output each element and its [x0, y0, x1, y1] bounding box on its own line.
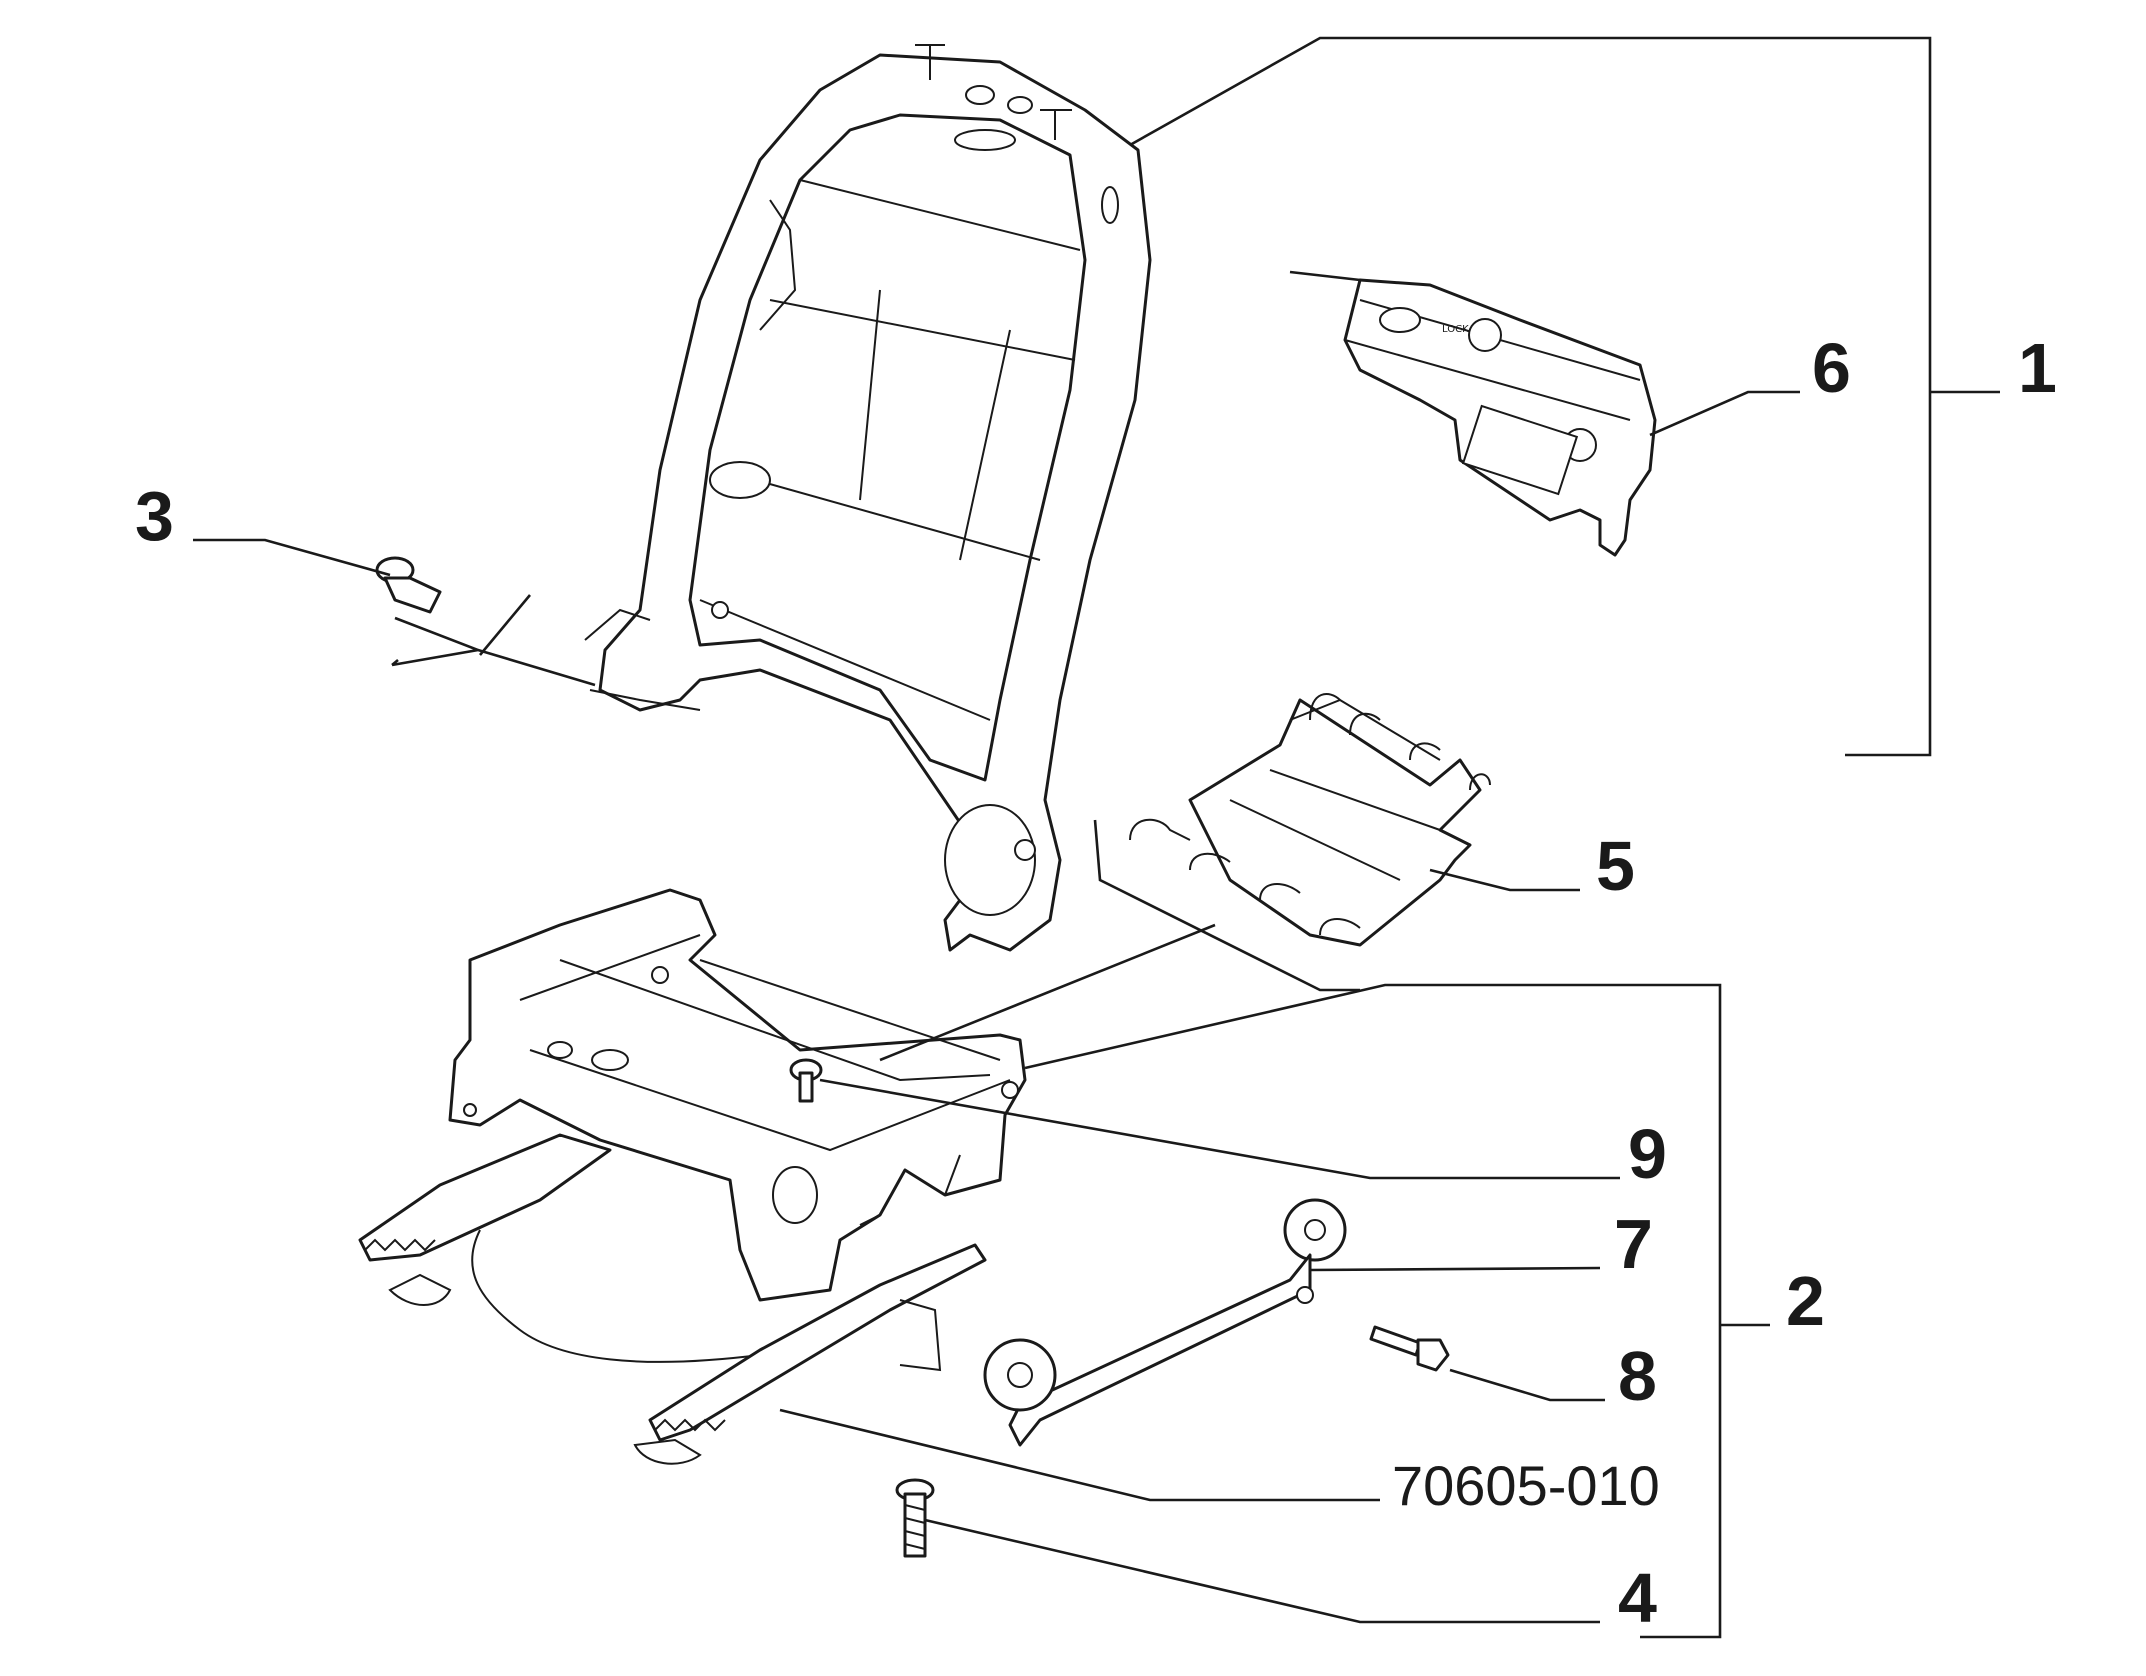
leader-lines [193, 36, 2000, 1639]
recliner-link-rod[interactable] [983, 1198, 1347, 1447]
drawing-code: 70605-010 [1392, 1454, 1660, 1517]
callout-1: 1 [2018, 329, 2057, 407]
lock-marking-text: LOCK [1442, 324, 1469, 335]
spring-suspension[interactable] [1129, 693, 1491, 947]
callout-6: 6 [1812, 329, 1851, 407]
callout-7: 7 [1614, 1205, 1653, 1283]
screw-9[interactable] [789, 1058, 823, 1103]
callout-4: 4 [1618, 1559, 1657, 1637]
screw-3[interactable] [375, 556, 442, 614]
seat-rail-right[interactable] [633, 1243, 987, 1465]
seat-back-frame[interactable] [584, 44, 1152, 952]
cushion-frame[interactable] [448, 888, 1027, 1302]
callout-9: 9 [1628, 1115, 1667, 1193]
bolt-8[interactable] [1369, 1325, 1450, 1372]
callout-5: 5 [1596, 827, 1635, 905]
callout-8: 8 [1618, 1337, 1657, 1415]
callout-2: 2 [1786, 1262, 1825, 1340]
callout-3: 3 [135, 477, 174, 555]
recliner-mechanism-panel[interactable]: LOCK [1343, 278, 1657, 557]
screw-4[interactable] [895, 1478, 935, 1558]
seat-rail-left[interactable] [358, 1133, 761, 1363]
